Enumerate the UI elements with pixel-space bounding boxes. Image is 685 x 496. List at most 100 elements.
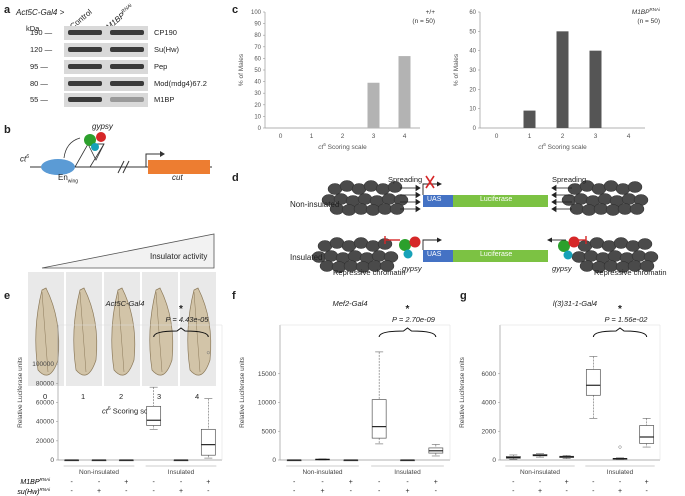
genotype-row-m1bp: M1BPRNAi <box>20 477 51 486</box>
significance-star: * <box>406 304 410 315</box>
bar <box>589 50 602 128</box>
y-tick-label: 40 <box>469 49 476 55</box>
blot-strip <box>64 93 148 107</box>
panel-label-a: a <box>4 4 11 16</box>
x-axis-label: ct6 Scoring scale <box>538 142 587 151</box>
genotype-sign-suhw: - <box>592 488 595 495</box>
uas-label-bottom: UAS <box>427 251 442 258</box>
genotype-sign-suhw: - <box>645 488 648 495</box>
blot-band-control <box>68 30 102 35</box>
y-tick-label: 2000 <box>482 428 497 435</box>
x-tick-label: 0 <box>279 133 283 140</box>
genotype-sign-suhw: - <box>125 488 128 495</box>
blot-marker: 95 — <box>30 62 48 71</box>
group-label-non-insulated: Non-insulated <box>302 469 342 476</box>
y-axis-label: Relative Luciferase units <box>239 356 246 428</box>
blot-driver-label: Act5C-Gal4 > <box>16 8 65 17</box>
genotype-sign-m1bp: - <box>98 479 101 486</box>
wing-images <box>28 272 216 386</box>
y-tick-label: 4000 <box>482 400 497 407</box>
panel-label-f: f <box>232 290 236 302</box>
y-tick-label: 100 <box>251 10 262 16</box>
box <box>200 428 216 456</box>
genotype-sign-m1bp: + <box>349 479 353 486</box>
blot-strip <box>64 43 148 57</box>
blot-band-m1bp <box>110 81 144 86</box>
bar <box>556 31 569 128</box>
genotype-sign-m1bp: - <box>152 479 155 486</box>
significance-bracket <box>153 327 209 338</box>
uas-label-top: UAS <box>427 196 442 203</box>
y-axis-label: % of Males <box>238 53 245 86</box>
y-tick-label: 100000 <box>32 361 54 368</box>
x-tick-label: 3 <box>594 133 598 140</box>
genotype-sign-suhw: - <box>435 488 438 495</box>
x-tick-label: 1 <box>310 133 314 140</box>
genotype-sign-suhw: - <box>207 488 210 495</box>
genotype-sign-m1bp: - <box>180 479 183 486</box>
y-tick-label: 60000 <box>36 400 54 407</box>
genotype-sign-suhw: - <box>152 488 155 495</box>
insulator-activity-label: Insulator activity <box>150 252 208 261</box>
gypsy-construct-diagram <box>30 132 215 269</box>
blot-band-control <box>68 97 102 102</box>
wing-shape <box>111 287 136 376</box>
bar <box>398 56 411 128</box>
genotype-sign-suhw: + <box>179 488 183 495</box>
genotype-sign-m1bp: - <box>592 479 595 486</box>
y-tick-label: 0 <box>473 126 477 132</box>
significance-bracket <box>378 327 437 338</box>
bar <box>523 110 536 128</box>
y-tick-label: 0 <box>258 126 262 132</box>
gypsy-label-left: gypsy <box>402 264 422 273</box>
genotype-sign-suhw: - <box>70 488 73 495</box>
box <box>585 369 601 396</box>
n-label: (n = 50) <box>637 18 660 25</box>
genotype-sign-m1bp: + <box>124 479 128 486</box>
outlier <box>206 351 210 355</box>
wing-scale-label: ct6 Scoring scale <box>102 406 158 416</box>
y-tick-label: 0 <box>272 457 276 464</box>
y-tick-label: 80000 <box>36 380 54 387</box>
wing-shape <box>35 287 60 376</box>
wing-vein <box>79 291 87 373</box>
genotype-row-suhw: su(Hw)RNAi <box>17 487 51 496</box>
genotype-sign-suhw: - <box>565 488 568 495</box>
luciferase-box-top <box>453 195 548 207</box>
genotype-sign-m1bp: - <box>378 479 381 486</box>
y-tick-label: 90 <box>254 22 261 28</box>
blot-marker: 55 — <box>30 95 48 104</box>
cut-gene-box <box>148 160 210 174</box>
nucleosome <box>387 181 403 193</box>
genotype-sign-m1bp: - <box>619 479 622 486</box>
significance-star: * <box>618 304 622 315</box>
cut-label: cut <box>172 173 183 182</box>
y-axis-label: % of Males <box>453 53 460 86</box>
wing-vein <box>41 291 49 373</box>
red-protein <box>96 132 106 142</box>
blot-strip <box>64 77 148 91</box>
blot-band-m1bp <box>110 64 144 69</box>
x-tick-label: 4 <box>627 133 631 140</box>
y-tick-label: 10 <box>469 107 476 113</box>
genotype-sign-suhw: + <box>320 488 324 495</box>
luciferase-box-bottom <box>453 250 548 262</box>
western-blot <box>64 26 148 107</box>
gypsy-label: gypsy <box>92 122 113 131</box>
p-value-label: P = 4.43e-05 <box>166 315 210 324</box>
group-label-insulated: Insulated <box>168 469 195 476</box>
genotype-sign-m1bp: - <box>512 479 515 486</box>
box <box>146 405 162 426</box>
box <box>639 425 655 444</box>
chart-title: Act5C-Gal4 <box>105 299 145 308</box>
blot-protein-label: CP190 <box>154 28 177 37</box>
wing-score-label: 2 <box>119 392 124 401</box>
significance-star: * <box>179 304 183 315</box>
insulated-label: Insulated <box>290 253 323 262</box>
chart-title: Mef2-Gal4 <box>332 299 367 308</box>
uas-box-top <box>423 195 453 207</box>
blot-band-m1bp <box>110 97 144 102</box>
